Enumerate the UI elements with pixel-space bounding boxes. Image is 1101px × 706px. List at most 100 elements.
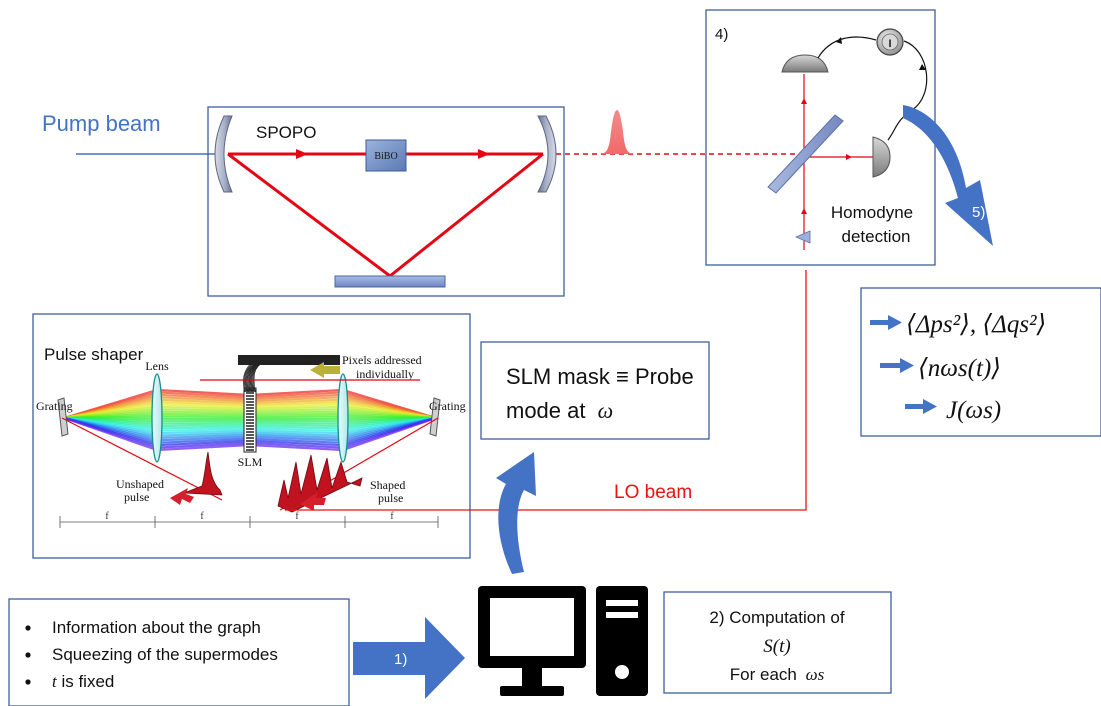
beam-arrow-head xyxy=(846,154,852,160)
bottom-flat-mirror xyxy=(334,275,446,288)
pulse-shaper-title: Pulse shaper xyxy=(44,345,144,364)
monitor-base xyxy=(500,686,564,696)
computation-panel: 2) Computation of S(t) For each ωs xyxy=(663,591,892,694)
monitor-neck xyxy=(522,668,542,686)
step1-label: 1) xyxy=(394,651,407,668)
lens-label: Lens xyxy=(145,359,169,373)
step1-arrow: 1) xyxy=(353,617,465,699)
computation-line2: S(t) xyxy=(763,636,790,657)
slm-mask-line2-prefix: mode at xyxy=(506,398,592,423)
pixel-bus xyxy=(238,355,340,365)
meter-dial xyxy=(881,33,899,51)
info-item: t is fixed xyxy=(52,672,114,691)
shaped-pulse-shape xyxy=(277,454,363,513)
slm-mask-omega: ω xyxy=(598,398,614,423)
slm-mask-line2: mode at ω xyxy=(506,398,613,423)
f-label: f xyxy=(390,511,394,522)
arrow-icon xyxy=(900,358,914,373)
spopo-title: SPOPO xyxy=(256,123,316,142)
lo-beam-path xyxy=(285,270,807,511)
f-label: f xyxy=(105,511,109,522)
left-lens xyxy=(151,373,163,463)
beam-arrow-head xyxy=(801,98,807,104)
info-item-text: is fixed xyxy=(57,672,115,691)
pixels-label-line2: individually xyxy=(356,367,414,381)
info-item-text: Squeezing of the supermodes xyxy=(52,645,278,664)
arrow-icon xyxy=(880,363,902,368)
arrow-icon xyxy=(870,320,890,325)
homodyne-label-line1: Homodyne xyxy=(831,203,913,222)
info-item-symbol: t xyxy=(52,672,58,691)
unshaped-pulse-path xyxy=(61,417,223,501)
outputs-box xyxy=(860,287,1101,437)
step4-label: 4) xyxy=(715,26,728,43)
homodyne-label-line2: detection xyxy=(842,227,911,246)
info-item: Squeezing of the supermodes xyxy=(52,645,278,664)
meter-label: I xyxy=(888,38,891,50)
info-box xyxy=(8,598,350,706)
left-cavity-mirror xyxy=(214,115,233,193)
beam-splitter xyxy=(767,114,844,194)
computer-icon xyxy=(478,586,648,696)
step3-arrow-shape xyxy=(496,452,536,574)
arrow-icon xyxy=(923,399,937,414)
yellow-arrow-icon xyxy=(310,362,340,378)
focal-scale: f f f f xyxy=(59,511,439,528)
computation-line1: 2) Computation of xyxy=(709,608,844,627)
f-label: f xyxy=(295,511,299,522)
step5-label: 5) xyxy=(972,204,985,221)
slm-mask-note: SLM mask ≡ Probe mode at ω xyxy=(480,341,710,440)
bullet-icon xyxy=(25,652,31,658)
beam-arrow-head xyxy=(296,149,308,159)
info-item-text: Information about the graph xyxy=(52,618,261,637)
unshaped-label-line2: pulse xyxy=(124,490,149,504)
arrow-icon xyxy=(888,315,902,330)
bullet-icon xyxy=(25,679,31,685)
pixels-label-line1: Pixels addressed xyxy=(342,353,422,367)
shaped-arrow-icon xyxy=(300,492,326,511)
power-button-icon xyxy=(615,665,629,679)
tower-slot xyxy=(606,600,638,606)
cavity-beam-right xyxy=(389,152,544,278)
homodyne-detection: 4) I Homodyne detection xyxy=(705,9,936,266)
outputs-panel: ⟨Δps²⟩, ⟨Δqs²⟩ ⟨nωs(t)⟩ J(ωs) xyxy=(860,287,1101,437)
bullet-icon xyxy=(25,625,31,631)
pump-beam-label: Pump beam xyxy=(42,111,161,136)
slm-mask-box xyxy=(480,341,710,440)
bibo-label: BiBO xyxy=(374,151,397,162)
computation-line3: For each ωs xyxy=(730,665,825,684)
tower-slot xyxy=(606,612,638,618)
detector-cable xyxy=(887,40,928,141)
right-photodetector xyxy=(872,136,891,178)
slm-mask-line1: SLM mask ≡ Probe xyxy=(506,364,694,389)
left-grating xyxy=(57,397,69,437)
f-label: f xyxy=(200,511,204,522)
detector-cable xyxy=(817,36,877,59)
right-cavity-mirror xyxy=(537,115,557,193)
cavity-beam-left xyxy=(227,152,391,278)
step5-arrow: 5) xyxy=(903,105,993,246)
shaped-label-line1: Shaped xyxy=(370,478,405,492)
arrow-icon xyxy=(905,404,925,409)
beam-arrow-head xyxy=(801,208,807,214)
unshaped-pulse-shape xyxy=(183,451,223,496)
unshaped-label-line1: Unshaped xyxy=(116,477,164,491)
lo-beam-label: LO beam xyxy=(614,482,692,503)
step5-arrow-shape xyxy=(903,105,993,246)
spopo-box xyxy=(207,106,565,297)
unshaped-arrow-icon xyxy=(170,488,194,505)
shaped-label-line2: pulse xyxy=(378,491,403,505)
cable-arrow-head xyxy=(836,37,842,44)
info-item: Information about the graph xyxy=(52,618,261,637)
top-photodetector xyxy=(781,54,829,73)
step3-label: 3) xyxy=(481,472,494,489)
slm-label: SLM xyxy=(238,455,263,469)
output-quadrature-variances: ⟨Δps²⟩, ⟨Δqs²⟩ xyxy=(906,311,1046,338)
wave-plate xyxy=(794,230,811,244)
computation-line3-prefix: For each xyxy=(730,665,802,684)
output-j-function: J(ωs) xyxy=(946,397,1001,424)
spopo-cavity: SPOPO BiBO xyxy=(207,106,565,297)
